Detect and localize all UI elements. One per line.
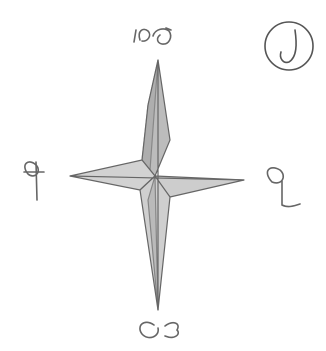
paper-background <box>0 0 326 351</box>
star-sketch <box>0 0 326 351</box>
